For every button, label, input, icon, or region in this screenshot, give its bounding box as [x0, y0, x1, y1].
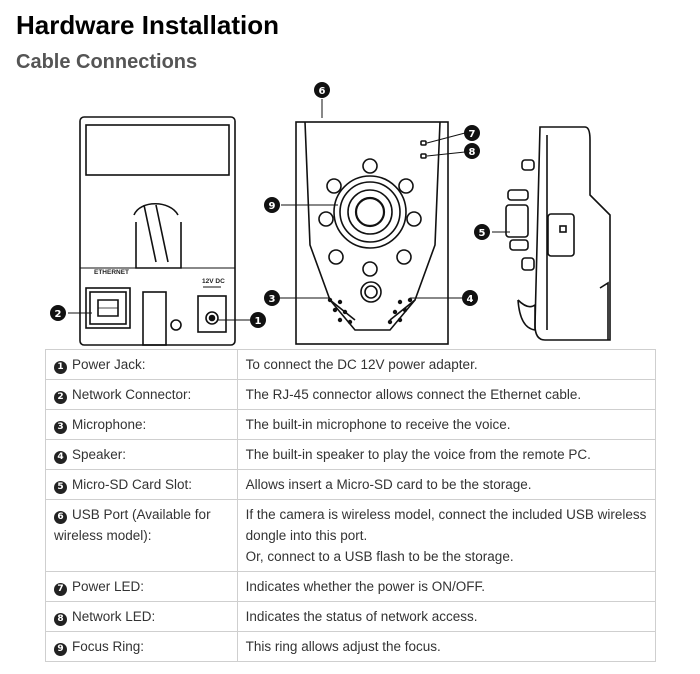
svg-text:3: 3 [269, 294, 276, 305]
callout-2: 2 [50, 305, 66, 321]
description-cell: If the camera is wireless model, connect… [236, 499, 657, 572]
component-label: Network LED: [72, 609, 156, 624]
component-cell: 5 Micro-SD Card Slot: [45, 469, 238, 500]
callout-number-badge: 2 [54, 391, 67, 404]
callout-number-badge: 1 [54, 361, 67, 374]
description-text: Indicates the status of network access. [245, 609, 478, 624]
description-text: Allows insert a Micro-SD card to be the … [245, 477, 532, 492]
table-row: 7 Power LED: Indicates whether the power i… [45, 571, 657, 602]
speaker-grill [327, 297, 413, 325]
description-cell: The RJ-45 connector allows connect the E… [236, 379, 657, 410]
callout-4: 4 [462, 290, 478, 306]
callout-7: 7 [464, 125, 480, 141]
component-label: Speaker: [72, 447, 127, 462]
description-text: The built-in speaker to play the voice f… [245, 447, 591, 462]
ethernet-port-label: ETHERNET [94, 269, 129, 276]
component-label: Network Connector: [72, 387, 192, 402]
svg-text:8: 8 [469, 147, 476, 158]
description-text: This ring allows adjust the focus. [245, 639, 441, 654]
svg-text:6: 6 [319, 86, 326, 97]
table-row: 3 Microphone: The built-in microphone to r… [45, 409, 657, 440]
callout-number-badge: 7 [54, 583, 67, 596]
description-cell: The built-in speaker to play the voice f… [236, 439, 657, 470]
description-text: If the camera is wireless model, connect… [245, 507, 647, 543]
component-label: Power LED: [72, 579, 145, 594]
description-text: Or, connect to a USB flash to be the sto… [245, 549, 514, 564]
page-title: Hardware Installation [16, 10, 279, 40]
callout-9: 9 [264, 197, 280, 213]
power-port-label: 12V DC [202, 278, 225, 285]
component-cell: 8 Network LED: [45, 601, 238, 632]
callout-3: 3 [264, 290, 280, 306]
table-row: 4 Speaker: The built-in speaker to play th… [45, 439, 657, 470]
description-cell: This ring allows adjust the focus. [236, 631, 657, 662]
callout-1: 1 [250, 312, 266, 328]
section-title: Cable Connections [16, 51, 198, 73]
camera-back-view [79, 116, 236, 346]
svg-text:9: 9 [269, 201, 276, 212]
component-cell: 7 Power LED: [45, 571, 238, 602]
callout-6: 6 [314, 82, 330, 98]
component-label: Focus Ring: [72, 639, 145, 654]
table-row: 8 Network LED: Indicates the status of net… [45, 601, 657, 632]
component-cell: 9 Focus Ring: [45, 631, 238, 662]
component-label: Power Jack: [72, 357, 146, 372]
table-row: 5 Micro-SD Card Slot: Allows insert a Micr… [45, 469, 657, 500]
svg-text:7: 7 [469, 129, 476, 140]
callout-number-badge: 8 [54, 613, 67, 626]
camera-front-view [295, 121, 449, 345]
description-text: The RJ-45 connector allows connect the E… [245, 387, 582, 402]
description-cell: To connect the DC 12V power adapter. [236, 349, 657, 380]
description-cell: Indicates whether the power is ON/OFF. [236, 571, 657, 602]
description-cell: The built-in microphone to receive the v… [236, 409, 657, 440]
description-text: To connect the DC 12V power adapter. [245, 357, 478, 372]
table-row: 2 Network Connector: The RJ-45 connector a… [45, 379, 657, 410]
component-cell: 3 Microphone: [45, 409, 238, 440]
callout-number-badge: 6 [54, 511, 67, 524]
component-cell: 4 Speaker: [45, 439, 238, 470]
component-label: Micro-SD Card Slot: [72, 477, 193, 492]
camera-side-view [505, 126, 611, 341]
callout-number-badge: 4 [54, 451, 67, 464]
callout-number-badge: 9 [54, 643, 67, 656]
component-cell: 2 Network Connector: [45, 379, 238, 410]
description-cell: Allows insert a Micro-SD card to be the … [236, 469, 657, 500]
camera-illustration: ETHERNET 12V DC [50, 82, 611, 346]
table-row: 9 Focus Ring: This ring allows adjust the … [45, 631, 657, 662]
svg-text:4: 4 [467, 294, 474, 305]
component-cell: 1 Power Jack: [45, 349, 238, 380]
callout-number-badge: 3 [54, 421, 67, 434]
component-label: USB Port (Available for wireless model): [54, 507, 211, 543]
component-label: Microphone: [72, 417, 147, 432]
connections-table: 1 Power Jack: To connect the DC 12V power … [45, 349, 657, 662]
callout-5: 5 [474, 224, 490, 240]
svg-text:2: 2 [55, 309, 62, 320]
callout-8: 8 [464, 143, 480, 159]
svg-text:1: 1 [255, 316, 262, 327]
camera-diagram: ETHERNET 12V DC [0, 80, 700, 350]
svg-text:5: 5 [479, 228, 486, 239]
description-cell: Indicates the status of network access. [236, 601, 657, 632]
callout-number-badge: 5 [54, 481, 67, 494]
table-row: 1 Power Jack: To connect the DC 12V power … [45, 349, 657, 380]
description-text: The built-in microphone to receive the v… [245, 417, 511, 432]
description-text: Indicates whether the power is ON/OFF. [245, 579, 486, 594]
